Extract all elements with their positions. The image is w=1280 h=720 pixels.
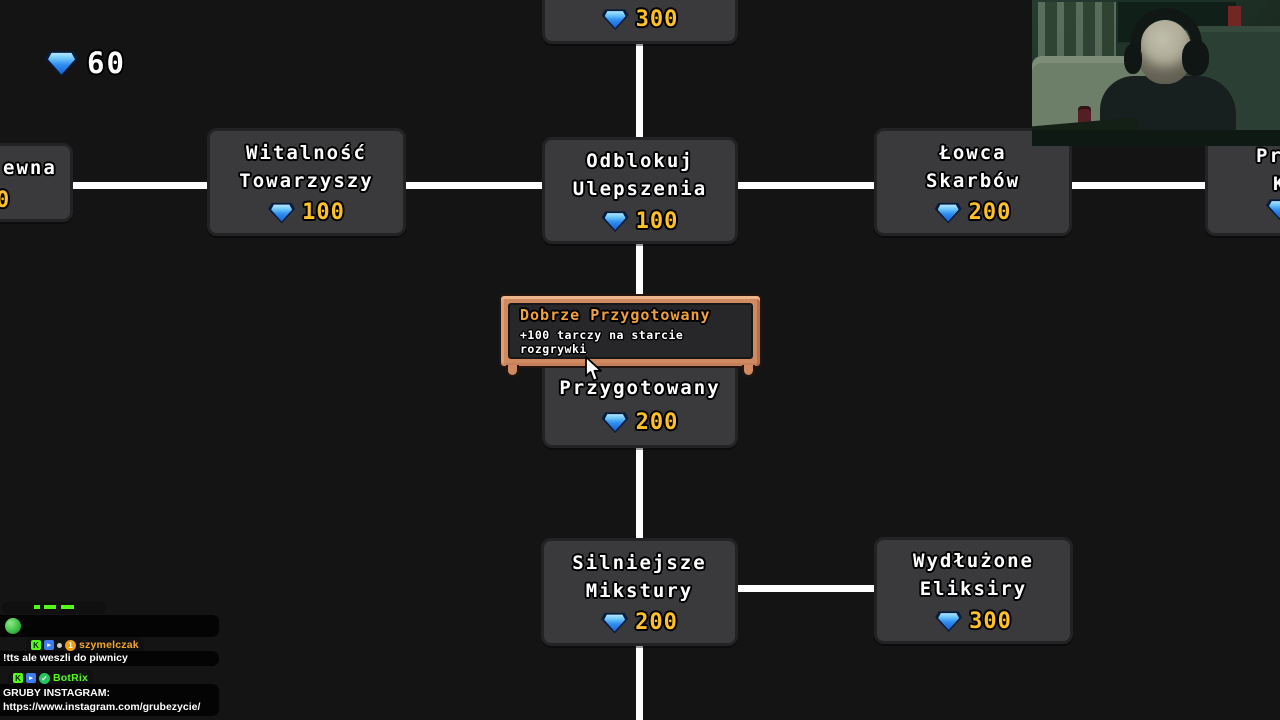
node-title-line1: Witalność bbox=[246, 141, 367, 164]
skill-node-wydluzone-eliksiry[interactable]: Wydłużone Eliksiry 300 bbox=[874, 537, 1073, 644]
connector-line bbox=[70, 182, 210, 189]
node-cost: 300 bbox=[935, 608, 1012, 634]
kick-badge-icon: K bbox=[13, 673, 23, 683]
skill-node-odblokuj-ulepszenia[interactable]: Odblokuj Ulepszenia 100 bbox=[542, 137, 738, 244]
chat-username-pill-truncated bbox=[2, 602, 106, 614]
dot-badge-icon bbox=[57, 642, 62, 648]
chat-message-row: GRUBY INSTAGRAM: https://www.instagram.c… bbox=[0, 684, 219, 716]
connector-line bbox=[1070, 182, 1207, 189]
gem-icon bbox=[601, 612, 628, 634]
node-cost: 200 bbox=[601, 610, 678, 636]
connector-line bbox=[736, 182, 876, 189]
connector-line bbox=[636, 42, 643, 139]
chat-message-text: GRUBY INSTAGRAM: bbox=[3, 687, 110, 699]
webcam-overlay bbox=[1032, 0, 1280, 146]
webcam-green-tint bbox=[1032, 0, 1280, 146]
node-title-line1: Odblokuj bbox=[586, 150, 694, 172]
headphones-band bbox=[1130, 8, 1202, 50]
connector-line bbox=[404, 182, 544, 189]
skill-node-left-partial[interactable]: ewna 0 bbox=[0, 143, 73, 222]
gem-icon bbox=[935, 610, 962, 632]
gift-badge-icon: ▸ bbox=[44, 640, 54, 650]
chat-username: BotRix bbox=[53, 672, 89, 684]
node-cost-fragment: 0 bbox=[0, 188, 12, 213]
truncated-username-fragment bbox=[34, 605, 74, 609]
founder-badge-icon: 1 bbox=[65, 639, 76, 651]
node-title-line1: Wydłużone bbox=[913, 550, 1034, 572]
skill-node-top[interactable]: 300 bbox=[542, 0, 738, 44]
node-cost: 200 bbox=[935, 200, 1012, 226]
node-title-line2: Skarbów bbox=[925, 169, 1021, 192]
gem-icon bbox=[935, 202, 962, 224]
tooltip-description: +100 tarczy na starcie rozgrywki bbox=[520, 328, 684, 356]
node-cost-value: 200 bbox=[635, 610, 678, 635]
chat-message-text: !tts ale weszli do piwnicy bbox=[3, 652, 128, 664]
headphones-earcup-right bbox=[1182, 40, 1209, 76]
node-title-fragment: K bbox=[1273, 170, 1280, 198]
skill-node-silniejsze-mikstury[interactable]: Silniejsze Mikstury 200 bbox=[541, 538, 738, 646]
node-cost-value: 200 bbox=[968, 200, 1012, 225]
gem-counter-value: 60 bbox=[87, 46, 126, 80]
headphones-earcup-left bbox=[1124, 44, 1142, 74]
connector-line bbox=[636, 446, 643, 540]
node-cost-value: 200 bbox=[635, 409, 679, 435]
webcam-poster-detail bbox=[1228, 6, 1241, 30]
node-cost: 100 bbox=[602, 208, 679, 234]
node-title-line1: Łowca bbox=[939, 141, 1007, 164]
chat-username-pill: K ▸ 1 szymelczak bbox=[26, 637, 144, 653]
tooltip-title: Dobrze Przygotowany bbox=[520, 306, 711, 324]
node-cost-value: 300 bbox=[969, 608, 1012, 634]
chat-message-text: https://www.instagram.com/grubezycie/ bbox=[3, 701, 201, 713]
mouse-cursor-icon bbox=[584, 356, 604, 387]
node-title-fragment: ewna bbox=[3, 157, 57, 179]
node-title-line2: Ulepszenia bbox=[572, 178, 708, 200]
webcam-desk bbox=[1032, 130, 1280, 146]
node-cost: 200 bbox=[602, 409, 679, 435]
tooltip-foot-right bbox=[742, 365, 755, 377]
node-cost-value: 100 bbox=[635, 208, 679, 234]
kick-badge-icon: K bbox=[31, 640, 41, 650]
node-cost-value: 100 bbox=[302, 200, 345, 225]
node-cost: 100 bbox=[268, 200, 345, 226]
gem-icon bbox=[45, 50, 78, 77]
tooltip-foot-left bbox=[506, 365, 519, 377]
gem-icon bbox=[602, 8, 629, 30]
gem-counter: 60 bbox=[45, 46, 126, 80]
chat-overlay: K ▸ 1 szymelczak !tts ale weszli do piwn… bbox=[0, 598, 220, 720]
skill-node-right-partial[interactable]: Prz K bbox=[1205, 128, 1280, 236]
gem-icon bbox=[268, 202, 295, 224]
node-title-line1: Silniejsze bbox=[572, 551, 707, 574]
skill-node-lowca-skarbow[interactable]: Łowca Skarbów 200 bbox=[874, 128, 1072, 236]
node-cost: 300 bbox=[602, 6, 679, 32]
node-title-line1: Przygotowany bbox=[559, 377, 721, 399]
node-title-line2: Mikstury bbox=[585, 579, 694, 602]
green-circle-emote-icon bbox=[5, 618, 21, 634]
chat-message-row: !tts ale weszli do piwnicy bbox=[0, 651, 219, 666]
gem-icon bbox=[1266, 198, 1280, 220]
connector-line bbox=[636, 242, 643, 340]
connector-line bbox=[736, 585, 876, 592]
node-cost-value: 300 bbox=[635, 6, 679, 32]
node-title-fragment: Prz bbox=[1256, 145, 1280, 167]
chat-username: szymelczak bbox=[79, 639, 139, 651]
verified-badge-icon: ✓ bbox=[39, 672, 50, 684]
gem-icon bbox=[602, 210, 629, 232]
node-title-line2: Eliksiry bbox=[919, 578, 1028, 600]
node-title-line2: Towarzyszy bbox=[239, 169, 374, 192]
skill-node-witalnosc-towarzyszy[interactable]: Witalność Towarzyszy 100 bbox=[207, 128, 406, 236]
chat-username-pill: K ▸ ✓ BotRix bbox=[8, 670, 94, 686]
connector-line bbox=[636, 644, 643, 720]
chat-message-row bbox=[0, 615, 219, 637]
tooltip-panel: Dobrze Przygotowany +100 tarczy na starc… bbox=[508, 303, 753, 359]
gift-badge-icon: ▸ bbox=[26, 673, 36, 683]
skill-tooltip: Dobrze Przygotowany +100 tarczy na starc… bbox=[499, 294, 762, 377]
gem-icon bbox=[602, 411, 629, 433]
